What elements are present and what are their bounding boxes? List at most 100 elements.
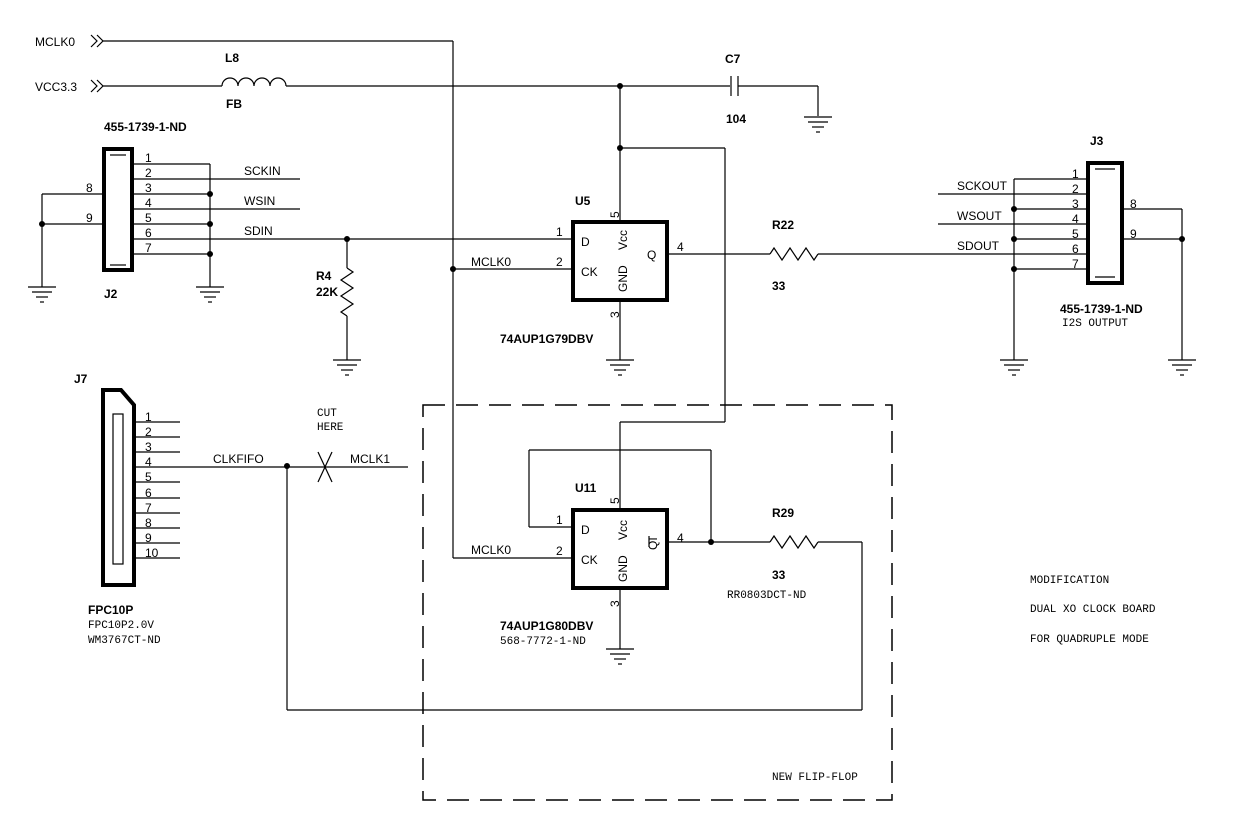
connector-j7: J7 1 2 3 4 5 6 7 8 9 10 FPC10P FPC10P2.0…	[74, 372, 408, 647]
u5-pin-3: 3	[608, 311, 622, 318]
net-label-mclk0-u11: MCLK0	[471, 543, 511, 557]
c7-value: 104	[726, 112, 746, 126]
ground-icon	[1000, 359, 1028, 376]
j3-pin-3: 3	[1072, 197, 1079, 211]
ic-u11: U11 1 2 D CK QI Vcc GND 5 3 4 74AUP1G80D…	[453, 449, 770, 649]
r29-value: 33	[772, 568, 786, 582]
ground-icon	[28, 286, 56, 303]
cut-label-1: CUT	[317, 408, 337, 420]
j7-ref: J7	[74, 372, 88, 386]
net-label-mclk0-u5: MCLK0	[471, 255, 511, 269]
net-label-sckout: SCKOUT	[957, 179, 1008, 193]
j2-pin-3: 3	[145, 181, 152, 195]
cut-label-2: HERE	[317, 422, 344, 434]
u5-pin-1: 1	[556, 225, 563, 239]
l8-ref: L8	[225, 51, 239, 65]
j7-pin-10: 10	[145, 546, 159, 560]
u11-pin-5: 5	[608, 497, 622, 504]
j3-pin-8: 8	[1130, 197, 1137, 211]
j2-pin-9: 9	[86, 211, 93, 225]
j7-pin-3: 3	[145, 440, 152, 454]
j7-pin-5: 5	[145, 470, 152, 484]
u5-pin-vcc: Vcc	[616, 230, 630, 250]
net-label-mclk0: MCLK0	[35, 35, 75, 49]
box-label: NEW FLIP-FLOP	[772, 772, 858, 784]
u5-pin-d: D	[581, 235, 590, 249]
resistor-r4: R4 22K	[316, 239, 355, 360]
j3-pin-6: 6	[1072, 242, 1079, 256]
j2-pin-5: 5	[145, 211, 152, 225]
j2-pin-1: 1	[145, 151, 152, 165]
c7-ref: C7	[725, 52, 741, 66]
j2-pin-7: 7	[145, 241, 152, 255]
u11-pin-3: 3	[608, 600, 622, 607]
ground-icon	[804, 116, 832, 133]
j3-pin-9: 9	[1130, 227, 1137, 241]
j3-pin-1: 1	[1072, 167, 1079, 181]
u5-pin-q: Q	[647, 248, 656, 262]
j2-pin-4: 4	[145, 196, 152, 210]
cut-mark: CUT HERE	[317, 408, 344, 483]
net-label-clkfifo: CLKFIFO	[213, 452, 264, 466]
net-label-wsin: WSIN	[244, 194, 275, 208]
net-label-sdout: SDOUT	[957, 239, 1000, 253]
ground-icon	[333, 359, 361, 376]
j2-pin-8: 8	[86, 181, 93, 195]
j3-part: 455-1739-1-ND	[1060, 302, 1143, 316]
j2-pin-6: 6	[145, 226, 152, 240]
u11-pin-vcc: Vcc	[616, 520, 630, 540]
connector-j3: J3 1 2 3 4 5 6 7 8 9 455-1739-1-ND I2S O…	[938, 134, 1185, 360]
j3-subtitle: I2S OUTPUT	[1062, 318, 1128, 330]
j2-part: 455-1739-1-ND	[104, 120, 187, 134]
j7-pin-4: 4	[145, 455, 152, 469]
net-label-mclk1: MCLK1	[350, 452, 390, 466]
u11-pin-2: 2	[556, 544, 563, 558]
j2-pin-2: 2	[145, 166, 152, 180]
u11-pin-4: 4	[677, 531, 684, 545]
net-label-sckin: SCKIN	[244, 164, 281, 178]
net-label-vcc: VCC3.3	[35, 80, 77, 94]
j7-pin-8: 8	[145, 516, 152, 530]
u11-part: 74AUP1G80DBV	[500, 619, 593, 633]
u11-sub: 568-7772-1-ND	[500, 636, 586, 648]
note-line-2: DUAL XO CLOCK BOARD	[1030, 604, 1156, 616]
j7-part: FPC10P	[88, 603, 133, 617]
capacitor-c7: C7 104	[725, 52, 819, 126]
j7-pin-7: 7	[145, 501, 152, 515]
u11-pin-gnd: GND	[616, 555, 630, 582]
u5-pin-gnd: GND	[616, 265, 630, 292]
ic-u5: U5 1 2 D CK Q Vcc GND 5 3 4 74AUP1G79DBV	[453, 194, 684, 360]
r29-ref: R29	[772, 506, 794, 520]
j2-ref: J2	[104, 287, 118, 301]
j3-pin-2: 2	[1072, 182, 1079, 196]
j3-pin-7: 7	[1072, 257, 1079, 271]
u5-pin-4: 4	[677, 240, 684, 254]
u11-pin-q: QI	[646, 537, 660, 550]
ground-icon	[606, 359, 634, 376]
u5-part: 74AUP1G79DBV	[500, 332, 593, 346]
u11-pin-ck: CK	[581, 553, 598, 567]
j7-pin-9: 9	[145, 531, 152, 545]
r4-value: 22K	[316, 285, 338, 299]
u11-pin-d: D	[581, 523, 590, 537]
j7-pin-1: 1	[145, 410, 152, 424]
r22-value: 33	[772, 279, 786, 293]
connector-j2: 455-1739-1-ND J2 1 2 3 4 5 6 7 8 9	[39, 120, 453, 301]
u5-pin-ck: CK	[581, 265, 598, 279]
note-line-3: FOR QUADRUPLE MODE	[1030, 634, 1149, 646]
resistor-r29: R29 33 RR0803DCT-ND	[727, 506, 862, 602]
j7-sub1: FPC10P2.0V	[88, 620, 154, 632]
inductor-l8: L8 FB	[221, 51, 287, 111]
j7-sub2: WM3767CT-ND	[88, 635, 161, 647]
u11-ref: U11	[575, 481, 597, 495]
j3-pin-4: 4	[1072, 212, 1079, 226]
net-label-sdin: SDIN	[244, 224, 273, 238]
ground-icon	[196, 286, 224, 303]
port-vcc: VCC3.3	[35, 79, 222, 94]
note-line-1: MODIFICATION	[1030, 575, 1109, 587]
l8-value: FB	[226, 97, 242, 111]
net-label-wsout: WSOUT	[957, 209, 1002, 223]
new-flip-flop-box	[422, 404, 893, 801]
ground-icon	[1168, 359, 1196, 376]
